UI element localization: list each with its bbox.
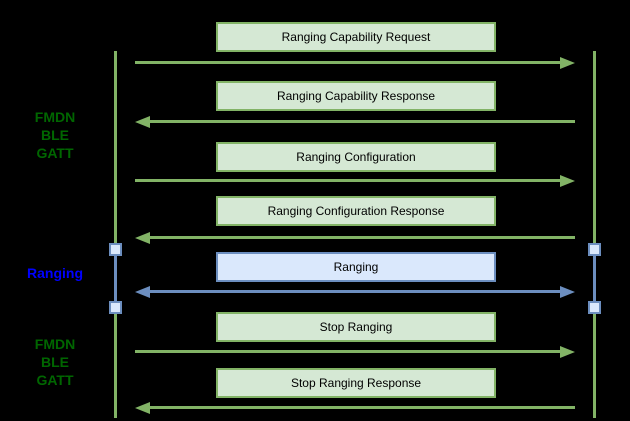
ranging-session-segment-left	[114, 249, 117, 307]
arrowhead-left	[135, 402, 150, 414]
activation-marker	[588, 243, 601, 256]
phase-label-line: GATT	[36, 372, 74, 388]
arrow-line	[135, 61, 562, 64]
phase-label-line: BLE	[41, 354, 69, 370]
arrow-line	[135, 350, 562, 353]
arrowhead-right	[560, 346, 575, 358]
left-arrow-icon	[135, 116, 575, 128]
message-box: Ranging Configuration	[216, 142, 496, 172]
ranging-session-segment-right	[593, 249, 596, 307]
right-arrow-icon	[135, 175, 575, 187]
phase-label-line: FMDN	[34, 109, 76, 125]
arrowhead-left	[135, 286, 150, 298]
arrow-line	[148, 120, 575, 123]
activation-marker	[109, 243, 122, 256]
lifeline-right	[593, 51, 596, 418]
activation-marker	[588, 301, 601, 314]
phase-label-fmdn-ble-gatt-bottom: FMDN BLE GATT	[0, 335, 110, 389]
message-box: Ranging Capability Request	[216, 22, 496, 52]
phase-label-ranging: Ranging	[0, 264, 110, 282]
message-box: Ranging Configuration Response	[216, 196, 496, 226]
double-arrow-icon	[135, 286, 575, 298]
phase-label-line: BLE	[41, 127, 69, 143]
left-arrow-icon	[135, 232, 575, 244]
arrowhead-left	[135, 116, 150, 128]
left-arrow-icon	[135, 402, 575, 414]
message-box: Stop Ranging Response	[216, 368, 496, 398]
phase-label-line: FMDN	[34, 336, 76, 352]
arrowhead-right	[560, 175, 575, 187]
phase-label-line: GATT	[36, 145, 74, 161]
lifeline-left	[114, 51, 117, 418]
phase-label-fmdn-ble-gatt-top: FMDN BLE GATT	[0, 108, 110, 162]
right-arrow-icon	[135, 57, 575, 69]
activation-marker	[109, 301, 122, 314]
arrowhead-right	[560, 286, 575, 298]
message-box: Ranging Capability Response	[216, 81, 496, 111]
arrowhead-right	[560, 57, 575, 69]
message-box: Ranging	[216, 252, 496, 282]
arrow-line	[148, 290, 562, 293]
arrow-line	[135, 179, 562, 182]
phase-label-line: Ranging	[27, 265, 83, 281]
message-box: Stop Ranging	[216, 312, 496, 342]
arrow-line	[148, 406, 575, 409]
arrowhead-left	[135, 232, 150, 244]
arrow-line	[148, 236, 575, 239]
right-arrow-icon	[135, 346, 575, 358]
